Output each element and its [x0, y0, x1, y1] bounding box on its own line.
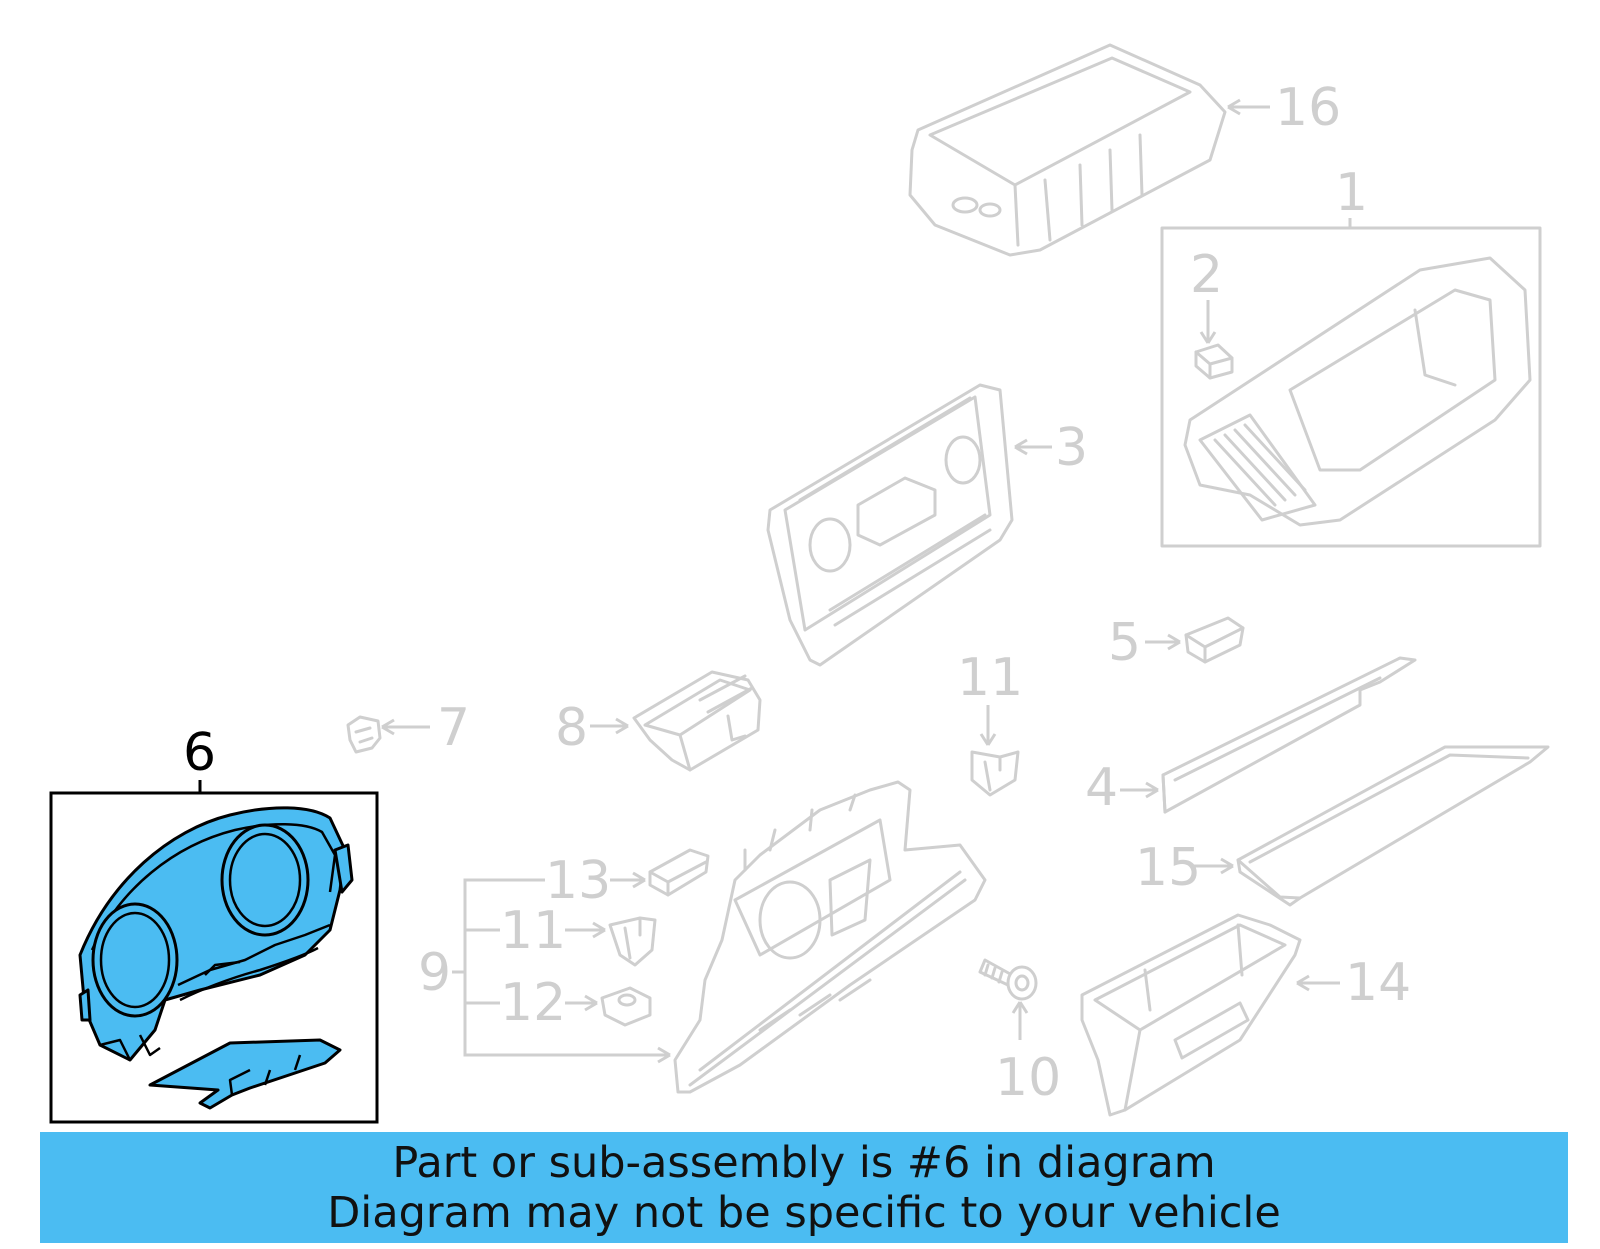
part-6-box	[49, 791, 379, 1124]
callout-15: 15	[1135, 838, 1201, 898]
part-1-drawing[interactable]	[1183, 256, 1532, 527]
part-15-drawing[interactable]	[1236, 745, 1550, 907]
banner-line-1: Part or sub-assembly is #6 in diagram	[392, 1138, 1216, 1188]
part-16-drawing[interactable]	[908, 43, 1227, 257]
part-11-lower-drawing[interactable]	[608, 916, 657, 967]
callout-12: 12	[500, 973, 566, 1033]
callout-16: 16	[1275, 78, 1341, 138]
callout-14: 14	[1345, 953, 1411, 1013]
callout-9: 9	[418, 943, 451, 1003]
callout-11-upper: 11	[957, 648, 1023, 708]
callout-13: 13	[545, 851, 611, 911]
callout-7: 7	[437, 698, 470, 758]
banner-line-2: Diagram may not be specific to your vehi…	[327, 1188, 1281, 1238]
info-banner: Part or sub-assembly is #6 in diagram Di…	[40, 1132, 1568, 1243]
part-2-drawing[interactable]	[1194, 343, 1234, 380]
callout-6: 6	[183, 723, 216, 783]
part-1-box	[1160, 226, 1542, 548]
part-4-drawing[interactable]	[1161, 656, 1417, 814]
callout-1: 1	[1335, 163, 1368, 223]
part-12-drawing[interactable]	[600, 986, 652, 1027]
callout-5: 5	[1108, 613, 1141, 673]
part-3-drawing[interactable]	[766, 383, 1014, 667]
callout-3: 3	[1055, 418, 1088, 478]
callout-8: 8	[555, 698, 588, 758]
callout-4: 4	[1085, 758, 1118, 818]
part-9-drawing[interactable]	[673, 780, 987, 1094]
part-14-drawing[interactable]	[1080, 913, 1302, 1117]
callout-10: 10	[995, 1048, 1061, 1108]
callout-11-lower: 11	[500, 901, 566, 961]
part-11-upper-drawing[interactable]	[970, 750, 1020, 797]
part-6-instrument-cluster[interactable]	[78, 806, 354, 1110]
callout-2: 2	[1190, 245, 1223, 305]
part-7-drawing[interactable]	[346, 715, 382, 754]
part-5-drawing[interactable]	[1184, 616, 1245, 664]
part-10-drawing[interactable]	[978, 958, 1038, 1001]
part-8-drawing[interactable]	[632, 670, 762, 772]
part-13-drawing[interactable]	[648, 848, 710, 897]
